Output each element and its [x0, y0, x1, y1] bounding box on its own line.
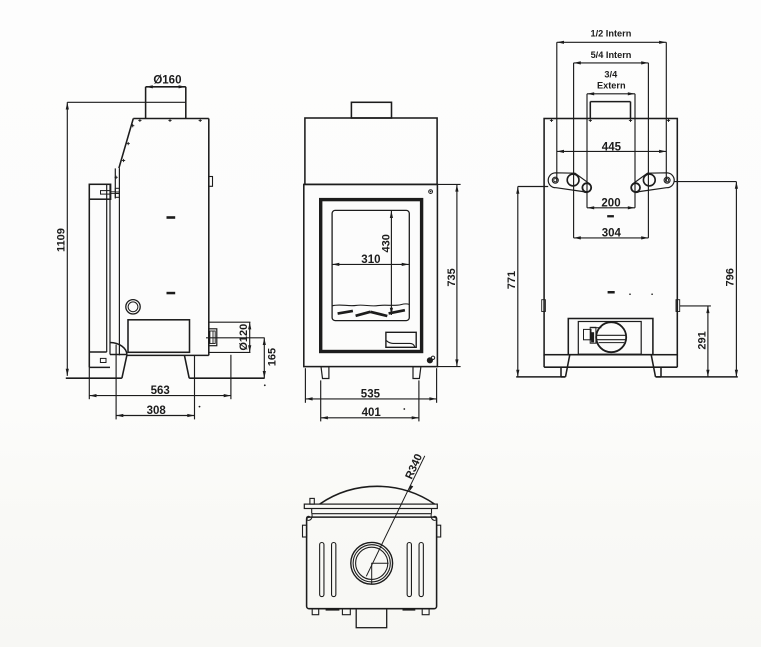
svg-text:Extern: Extern	[597, 81, 626, 91]
svg-text:310: 310	[361, 254, 380, 266]
svg-text:535: 535	[361, 388, 381, 400]
svg-text:165: 165	[266, 348, 278, 366]
svg-text:401: 401	[362, 407, 382, 419]
svg-text:1/2 Intern: 1/2 Intern	[590, 29, 631, 39]
svg-text:304: 304	[602, 228, 622, 240]
svg-text:445: 445	[602, 142, 622, 154]
svg-text:563: 563	[151, 385, 170, 397]
svg-text:Ø160: Ø160	[153, 74, 181, 86]
svg-text:430: 430	[381, 234, 393, 252]
svg-text:200: 200	[601, 197, 620, 209]
svg-text:5/4 Intern: 5/4 Intern	[591, 50, 632, 60]
svg-text:Ø120: Ø120	[238, 324, 250, 351]
svg-text:3/4: 3/4	[604, 70, 618, 80]
svg-text:796: 796	[725, 268, 737, 286]
svg-text:308: 308	[147, 405, 167, 417]
svg-text:771: 771	[506, 271, 518, 289]
svg-text:735: 735	[446, 268, 458, 286]
svg-text:1109: 1109	[56, 228, 68, 252]
svg-text:291: 291	[697, 331, 709, 349]
